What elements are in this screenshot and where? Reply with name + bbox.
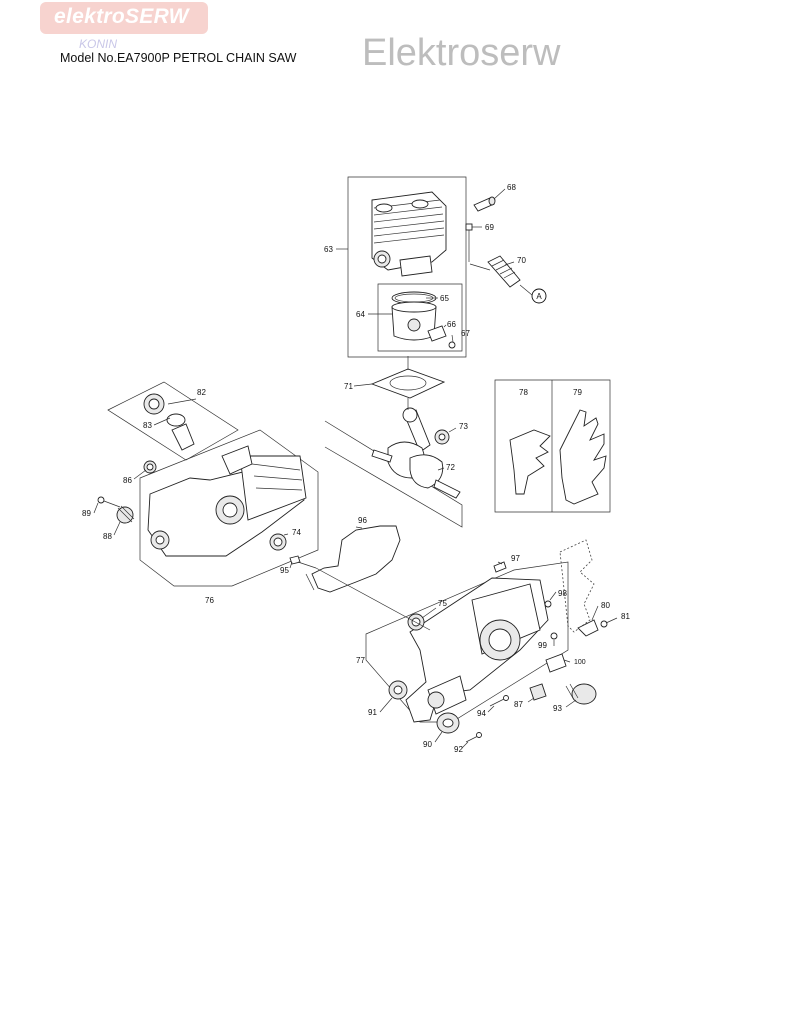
brand-logo-text: elektroSERW: [54, 5, 189, 28]
part-label-72: 72: [446, 463, 455, 472]
crankcase-right-frame: [365, 561, 569, 723]
damper-88-part: [116, 505, 135, 524]
part-label-78: 78: [519, 388, 528, 397]
part-label-79: 79: [573, 388, 582, 397]
part-label-65: 65: [440, 294, 449, 303]
oil-seal-91-part: [388, 680, 408, 700]
bumper-spike-dashed-outline: [559, 539, 595, 633]
cylinder-part: [371, 191, 447, 277]
piston-pin-part: [427, 325, 447, 342]
crankcase-right-part: [405, 577, 549, 723]
bumper-nut-80-part: [577, 619, 599, 637]
part-label-77: 77: [356, 656, 365, 665]
part-label-100: 100: [574, 659, 586, 666]
part-label-94: 94: [477, 709, 486, 718]
part-label-82: 82: [197, 388, 206, 397]
part-label-69: 69: [485, 223, 494, 232]
callout-a-circle: [531, 288, 547, 304]
part-label-93: 93: [553, 704, 562, 713]
part-label-90: 90: [423, 740, 432, 749]
damper-90-part: [436, 712, 460, 734]
part-label-81: 81: [621, 612, 630, 621]
decomp-valve-part: [473, 196, 496, 212]
brand-logo-badge: [40, 2, 208, 34]
part-label-87: 87: [514, 700, 523, 709]
circlip-part: [448, 341, 456, 349]
part-label-98: 98: [558, 589, 567, 598]
screw-99-part: [550, 632, 558, 640]
dowel-pin-95-part: [289, 555, 301, 565]
part-label-71: 71: [344, 382, 353, 391]
part-label-68: 68: [507, 183, 516, 192]
part-label-73: 73: [459, 422, 468, 431]
bolt-89-part: [97, 496, 121, 508]
stud-100-part: [545, 653, 567, 673]
screw-94-part: [489, 695, 509, 707]
bumper-spike-frame: [494, 379, 611, 513]
model-title: Model No.EA7900P PETROL CHAIN SAW: [60, 51, 297, 65]
piston-group-frame: [377, 283, 463, 352]
crankcase-left-frame: [139, 429, 319, 587]
cylinder-gasket-part: [370, 368, 446, 399]
screw-92-part: [465, 732, 482, 743]
oil-seal-74-part: [269, 533, 287, 551]
part-label-63: 63: [324, 245, 333, 254]
part-label-64: 64: [356, 310, 365, 319]
part-label-66: 66: [447, 320, 456, 329]
part-label-89: 89: [82, 509, 91, 518]
part-label-74: 74: [292, 528, 301, 537]
sleeve-87-part: [529, 683, 547, 701]
cylinder-group-frame: [347, 176, 467, 358]
key-97-part: [493, 561, 507, 573]
cylinder-screw-part: [465, 223, 473, 262]
part-label-67: 67: [461, 329, 470, 338]
crankcase-left-part: [147, 445, 307, 557]
damper-93-part: [565, 683, 597, 705]
spark-plug-part: [469, 255, 521, 288]
brand-logo-city: KONIN: [79, 37, 118, 51]
oil-cap-part: [143, 393, 165, 415]
crankshaft-part: [371, 407, 461, 499]
crankcase-gasket-part: [311, 525, 401, 593]
part-label-88: 88: [103, 532, 112, 541]
part-label-95: 95: [280, 566, 289, 575]
oil-filter-frame: [107, 381, 239, 461]
part-label-86: 86: [123, 476, 132, 485]
oil-seal-86-part: [143, 460, 157, 474]
part-label-76: 76: [205, 596, 214, 605]
part-label-96: 96: [358, 516, 367, 525]
bumper-screw-81-part: [600, 620, 608, 628]
watermark: Elektroserw: [362, 32, 561, 74]
oil-filter-part: [166, 413, 195, 451]
bumper-spike-small-part: [509, 429, 551, 495]
part-label-92: 92: [454, 745, 463, 754]
screw-98-part: [544, 600, 552, 608]
part-label-97: 97: [511, 554, 520, 563]
callout-a-letter: A: [536, 292, 542, 301]
part-label-70: 70: [517, 256, 526, 265]
part-label-91: 91: [368, 708, 377, 717]
needle-bearing-part: [434, 429, 450, 445]
part-label-75: 75: [438, 599, 447, 608]
part-label-99: 99: [538, 641, 547, 650]
piston-part: [391, 301, 437, 341]
part-label-80: 80: [601, 601, 610, 610]
part-label-83: 83: [143, 421, 152, 430]
bumper-spike-large-part: [559, 409, 607, 505]
